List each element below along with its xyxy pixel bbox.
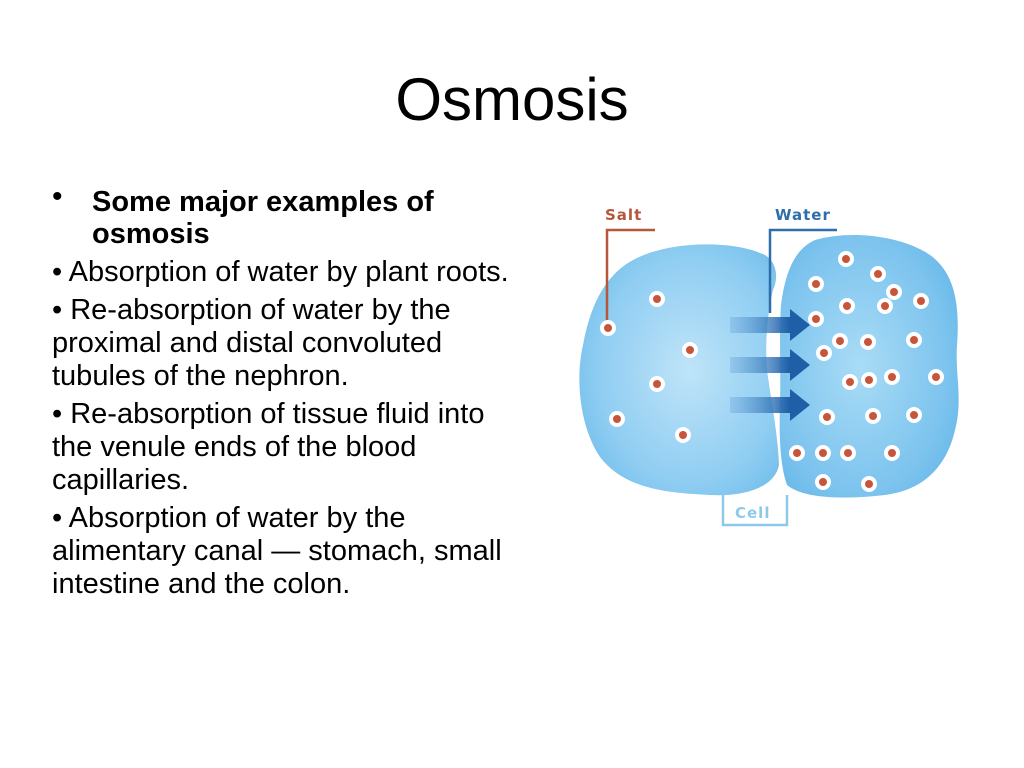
salt-particle bbox=[808, 311, 824, 327]
salt-particle bbox=[906, 332, 922, 348]
salt-particle bbox=[832, 333, 848, 349]
salt-particles-left bbox=[600, 291, 698, 443]
example-item-alimentary-canal: • Absorption of water by the alimentary … bbox=[52, 502, 502, 600]
salt-particle bbox=[861, 476, 877, 492]
cell-leader-line bbox=[721, 495, 789, 527]
salt-particle bbox=[877, 298, 893, 314]
salt-particle bbox=[815, 445, 831, 461]
slide-title: Osmosis bbox=[395, 66, 629, 133]
osmosis-arrow bbox=[730, 349, 810, 381]
salt-particle bbox=[913, 293, 929, 309]
example-item-capillaries: • Re-absorption of tissue fluid into the… bbox=[52, 398, 485, 496]
salt-particle bbox=[649, 376, 665, 392]
salt-particle bbox=[789, 445, 805, 461]
salt-particle bbox=[886, 284, 902, 300]
salt-side-region bbox=[579, 244, 779, 496]
example-item-nephron: • Re-absorption of water by the proximal… bbox=[52, 294, 451, 392]
example-item-plant-roots: • Absorption of water by plant roots. bbox=[52, 256, 509, 288]
bullet-marker: • bbox=[52, 180, 63, 213]
salt-particle bbox=[682, 342, 698, 358]
salt-particle bbox=[865, 408, 881, 424]
salt-particle bbox=[600, 320, 616, 336]
osmosis-arrow bbox=[730, 389, 810, 421]
lead-text: Some major examples of osmosis bbox=[92, 186, 434, 250]
slide-content: • Some major examples of osmosis • Absor… bbox=[52, 182, 512, 606]
salt-particle bbox=[861, 372, 877, 388]
salt-particle bbox=[842, 374, 858, 390]
salt-particle bbox=[609, 411, 625, 427]
salt-particle bbox=[838, 251, 854, 267]
salt-particle bbox=[675, 427, 691, 443]
water-leader-line bbox=[768, 228, 837, 313]
salt-label: Salt bbox=[605, 206, 642, 224]
salt-particle bbox=[884, 369, 900, 385]
osmosis-diagram: Salt Water Cell bbox=[579, 206, 959, 527]
salt-particle bbox=[928, 369, 944, 385]
salt-particles-right bbox=[789, 251, 944, 492]
water-label: Water bbox=[775, 206, 831, 224]
salt-particle bbox=[816, 345, 832, 361]
salt-particle bbox=[860, 334, 876, 350]
salt-particle bbox=[649, 291, 665, 307]
salt-particle bbox=[815, 474, 831, 490]
salt-particle bbox=[884, 445, 900, 461]
salt-particle bbox=[808, 276, 824, 292]
salt-particle bbox=[906, 407, 922, 423]
salt-particle bbox=[819, 409, 835, 425]
salt-leader-line bbox=[605, 228, 655, 330]
salt-particle bbox=[840, 445, 856, 461]
lead-bullet-item: • Some major examples of osmosis bbox=[52, 182, 512, 251]
salt-particle bbox=[870, 266, 886, 282]
salt-particle bbox=[839, 298, 855, 314]
cell-label: Cell bbox=[735, 504, 770, 522]
osmosis-arrow bbox=[730, 309, 810, 341]
